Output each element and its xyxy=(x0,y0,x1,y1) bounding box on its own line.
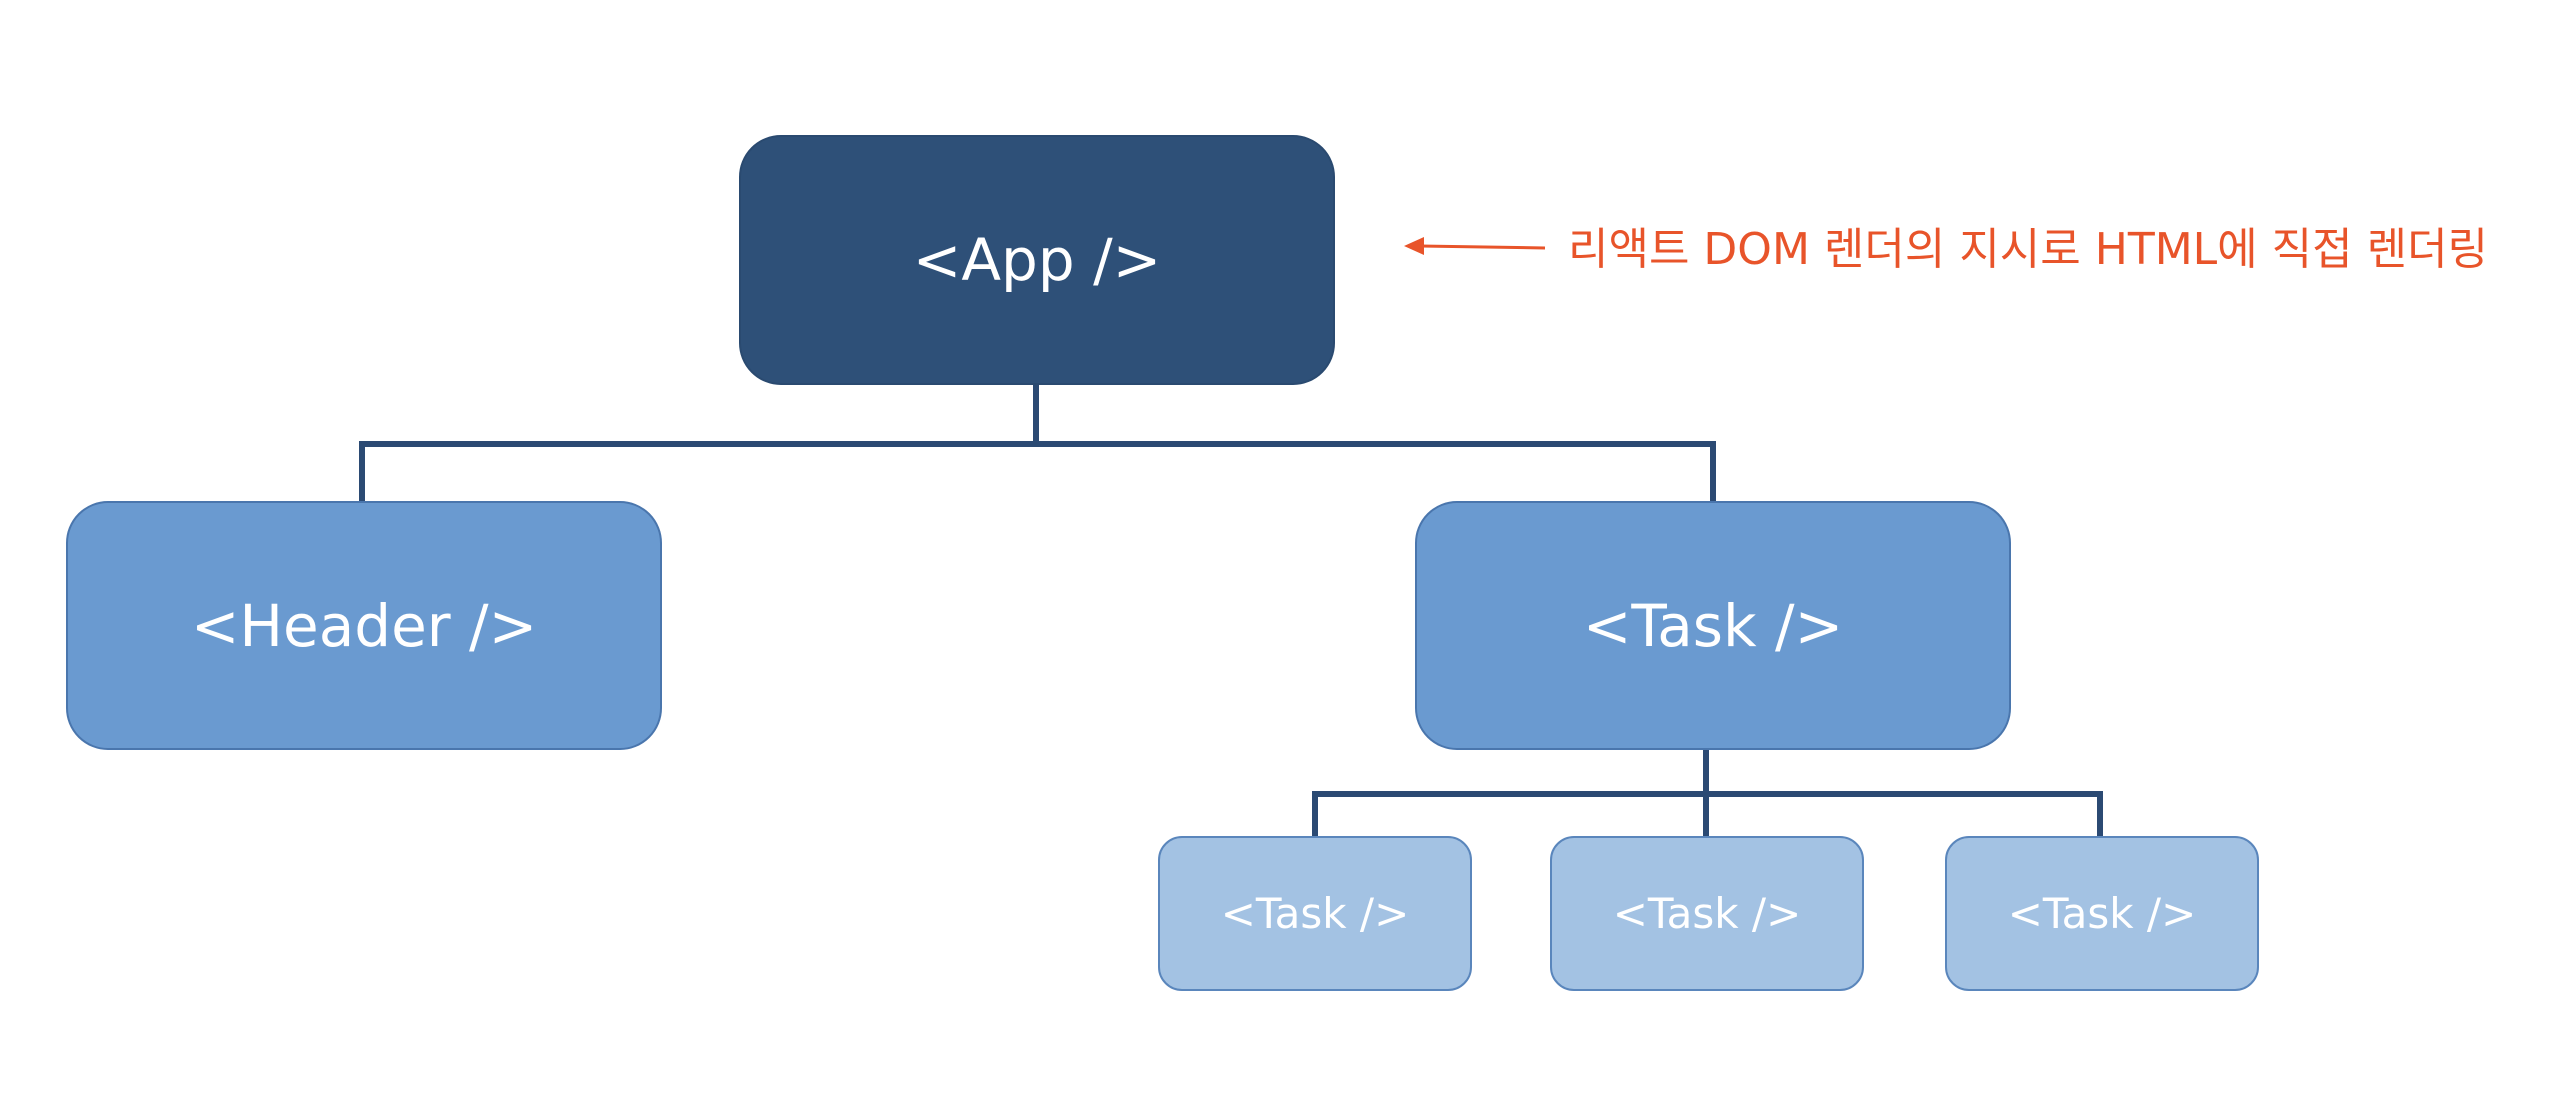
node-app-label: <App /> xyxy=(912,226,1162,294)
annotation-text: 리액트 DOM 렌더의 지시로 HTML에 직접 렌더링 xyxy=(1568,224,2489,275)
node-app: <App /> xyxy=(739,135,1335,385)
node-task-child-2: <Task /> xyxy=(1550,836,1864,991)
node-task-child-1: <Task /> xyxy=(1158,836,1472,991)
node-task-child-2-label: <Task /> xyxy=(1612,889,1802,938)
node-task-child-3: <Task /> xyxy=(1945,836,2259,991)
node-task-child-3-label: <Task /> xyxy=(2007,889,2197,938)
node-header: <Header /> xyxy=(66,501,662,750)
node-task: <Task /> xyxy=(1415,501,2011,750)
node-header-label: <Header /> xyxy=(190,591,538,660)
node-task-child-1-label: <Task /> xyxy=(1220,889,1410,938)
node-task-label: <Task /> xyxy=(1582,591,1844,660)
annotation-arrow xyxy=(1404,237,1546,255)
